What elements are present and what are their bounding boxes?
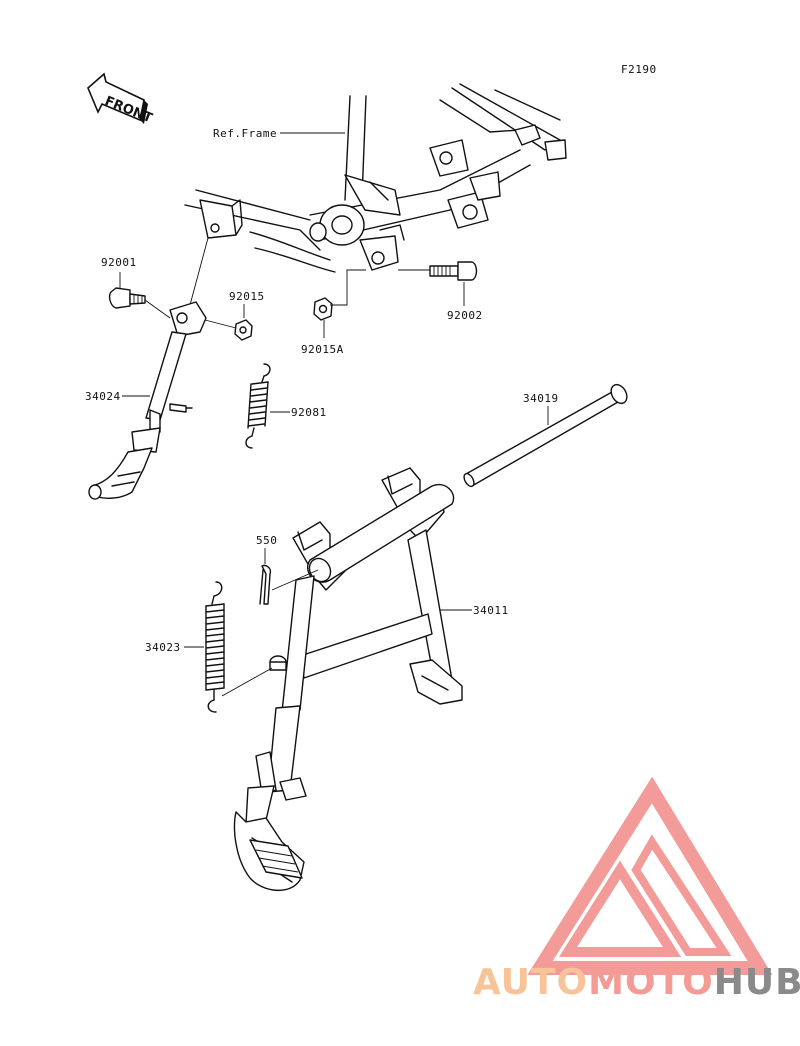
side-stand-34024 [88,237,209,500]
part-label-34019: 34019 [523,392,559,405]
diagram-code: F2190 [621,63,657,76]
watermark-text: AUTOMOTOHUB [473,962,800,1003]
part-label-34011: 34011 [473,604,509,617]
part-label-34024: 34024 [85,390,121,403]
watermark-logo [527,776,773,975]
shaft-34019 [463,383,628,488]
cotter-pin-550 [259,548,319,605]
svg-text:AUTOMOTOHUB: AUTOMOTOHUB [473,962,800,1003]
watermark-word-2: MOTO [588,962,714,1003]
part-label-550: 550 [256,534,277,547]
watermark-word-1: AUTO [473,962,588,1003]
spring-92081 [245,363,290,449]
bolt-92001 [108,272,171,319]
front-arrow-icon: FRONT [87,72,154,126]
frame-drawing [184,83,567,273]
part-label-92002: 92002 [447,309,483,322]
center-stand-34011 [233,467,472,892]
part-label-92015: 92015 [229,290,265,303]
watermark-word-3: HUB [714,962,800,1003]
bolt-92002 [398,261,478,306]
part-label-92081: 92081 [291,406,327,419]
part-label-34023: 34023 [145,641,181,654]
nut-92015 [204,304,253,341]
nut-92015a [313,269,366,338]
part-label-92015a: 92015A [301,343,344,356]
ref-frame-label: Ref.Frame [213,127,277,140]
part-label-92001: 92001 [101,256,137,269]
spring-34023 [184,581,287,713]
